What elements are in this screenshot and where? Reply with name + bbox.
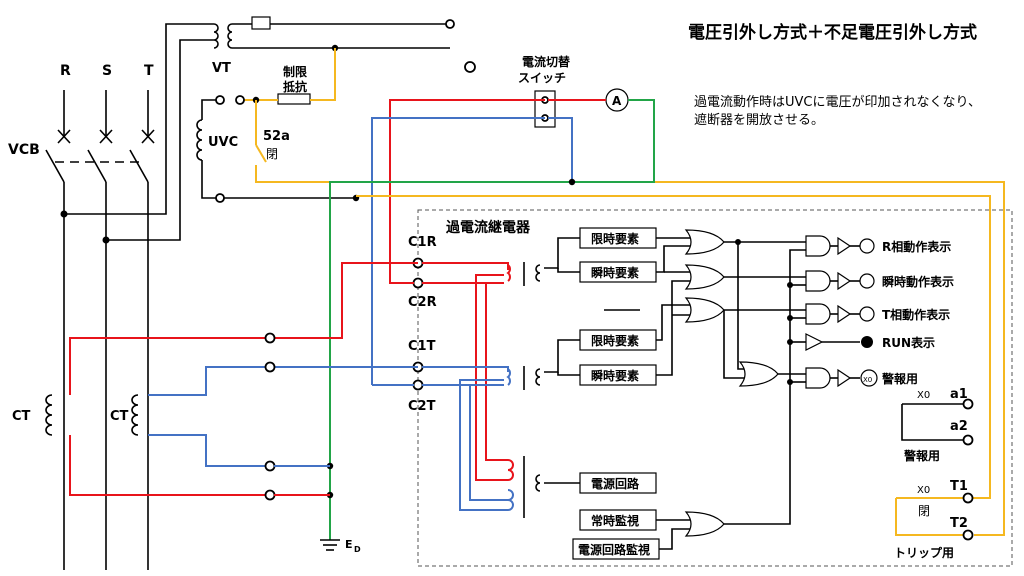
t-phase-indicator-icon: [859, 306, 875, 322]
switch-label-2: スイッチ: [518, 71, 566, 85]
diagram-title: 電圧引外し方式＋不足電圧引外し方式: [688, 22, 977, 43]
vt-transformer: [213, 23, 233, 49]
earth-label: E: [345, 538, 353, 551]
phase-r-label: R: [60, 63, 71, 79]
power-circuit-label: 電源回路: [591, 476, 640, 491]
earth-subscript: D: [354, 545, 361, 554]
run-indicator-label: RUN表示: [882, 335, 935, 350]
timed-element-1-label: 限時要素: [591, 231, 639, 246]
main-bus-lines: [45, 90, 149, 570]
run-buffer: [805, 333, 824, 351]
contact-52a-label: 52a: [263, 129, 290, 144]
terminal-a2-label: a2: [950, 419, 968, 434]
instant-element-1-label: 瞬時要素: [591, 265, 639, 280]
trip-closed-label: 閉: [918, 504, 930, 518]
alarm-relay-icon: [860, 369, 878, 387]
vcb-label: VCB: [8, 142, 40, 158]
instant-indicator-label: 瞬時動作表示: [882, 274, 954, 289]
switch-label-1: 電流切替: [522, 54, 571, 69]
limiting-resistor: [277, 93, 311, 105]
terminal-t2: [962, 529, 974, 541]
vt-terminal-top: [445, 19, 455, 29]
vt-label: VT: [212, 61, 231, 76]
c1t-label: C1T: [408, 339, 436, 354]
ct-right-coil: [131, 394, 139, 436]
run-led-icon: [861, 336, 873, 348]
breaker-x-marks: [57, 129, 155, 144]
uvc-label: UVC: [208, 135, 238, 150]
ct-left-coil: [45, 394, 53, 436]
ct-left-label: CT: [12, 409, 31, 424]
ammeter-label: A: [612, 94, 622, 108]
relay-input-cts: [506, 262, 541, 518]
c2t-label: C2T: [408, 399, 436, 414]
trip-terminal-label: トリップ用: [894, 545, 954, 560]
earth-ground: [320, 539, 340, 551]
power-circuit: [579, 472, 657, 494]
terminal-t1: [962, 492, 974, 504]
instant-indicator-icon: [859, 273, 875, 289]
alarm-terminal-label: 警報用: [903, 448, 940, 463]
instant-element-2-label: 瞬時要素: [591, 368, 639, 383]
terminal-t1-label: T1: [950, 479, 968, 494]
phase-t-label: T: [144, 63, 154, 79]
timed-element-2-label: 限時要素: [591, 333, 639, 348]
contact-52a-closed: 閉: [266, 147, 278, 161]
note-line-2: 遮断器を開放させる。: [694, 112, 824, 128]
terminal-a1: [962, 398, 974, 410]
terminal-t2-label: T2: [950, 516, 968, 531]
vt-terminal-open: [464, 61, 476, 73]
r-phase-indicator-icon: [859, 238, 875, 254]
drivers: [822, 236, 860, 388]
or-gates: [684, 229, 779, 537]
c2r-label: C2R: [408, 295, 437, 310]
resistor-label-1: 制限: [283, 64, 307, 79]
c1r-label: C1R: [408, 235, 437, 250]
trip-x0-label: X0: [917, 485, 930, 496]
power-monitor-label: 電源回路監視: [578, 542, 650, 557]
alarm-indicator-label: 警報用: [881, 371, 918, 386]
terminal-a1-label: a1: [950, 387, 968, 402]
terminal-a2: [962, 434, 974, 446]
r-phase-indicator-label: R相動作表示: [882, 239, 951, 254]
vt-fuse: [251, 16, 271, 30]
alarm-x0-label: X0: [917, 390, 930, 401]
note-line-1: 過電流動作時はUVCに電圧が印加されなくなり、: [694, 95, 981, 110]
constant-monitor-label: 常時監視: [591, 513, 639, 528]
resistor-label-2: 抵抗: [283, 79, 307, 94]
and-gates: [805, 235, 831, 389]
alarm-relay-symbol: X0: [863, 376, 872, 384]
t-phase-indicator-label: T相動作表示: [882, 307, 950, 322]
uvc-coil: [196, 119, 203, 161]
phase-s-label: S: [102, 63, 112, 79]
ct-right-label: CT: [110, 409, 129, 424]
relay-title: 過電流継電器: [445, 219, 531, 236]
